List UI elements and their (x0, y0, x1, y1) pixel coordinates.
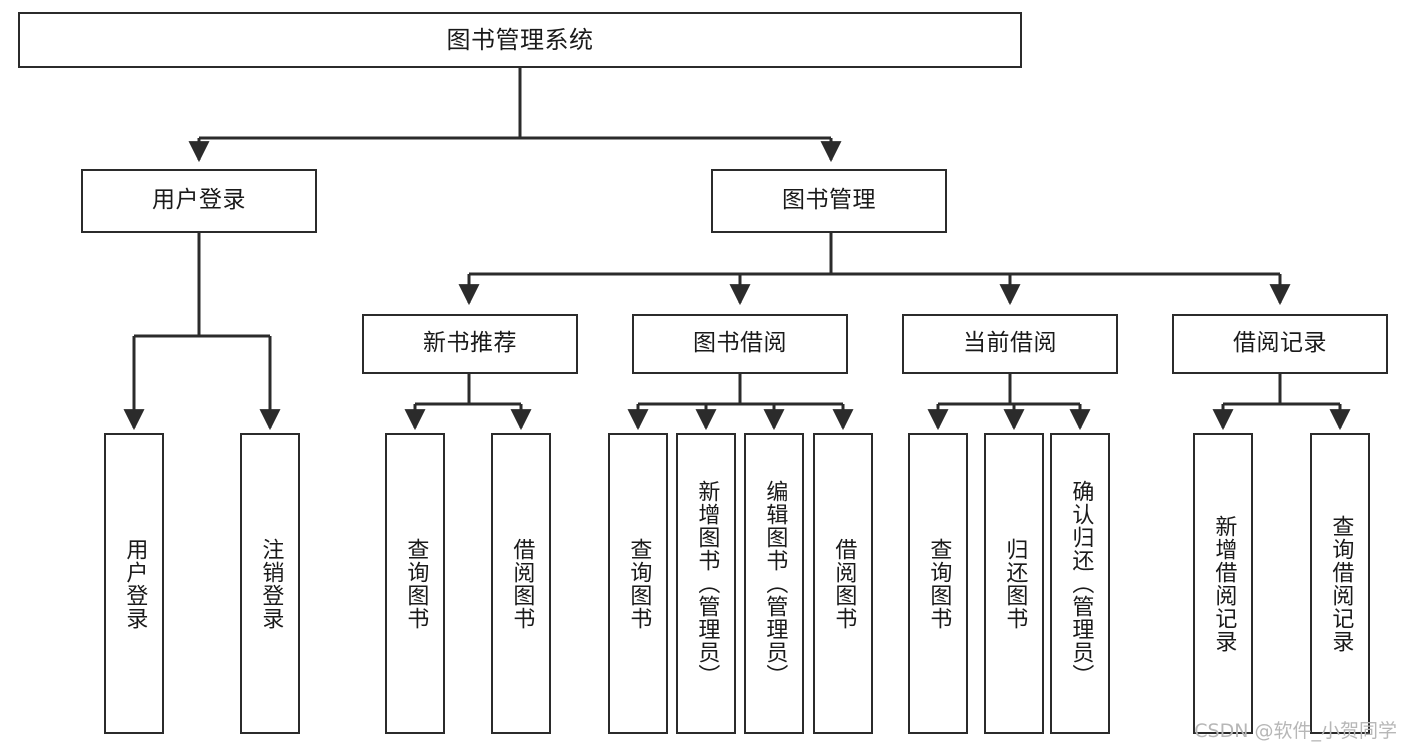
node-root-label: 图书管理系统 (446, 25, 594, 54)
leaf-logout-login[interactable]: 注销登录 (240, 433, 300, 734)
node-book-borrow[interactable]: 图书借阅 (632, 314, 848, 374)
node-user-login-label: 用户登录 (152, 187, 246, 214)
leaf-logout-login-label: 注销登录 (258, 537, 284, 630)
leaf-add-book-label: 新增图书（管理员） (694, 480, 720, 687)
leaf-confirm-return[interactable]: 确认归还（管理员） (1050, 433, 1110, 734)
node-current-borrow-label: 当前借阅 (963, 330, 1057, 357)
leaf-add-book[interactable]: 新增图书（管理员） (676, 433, 736, 734)
node-book-manage-label: 图书管理 (782, 187, 876, 214)
leaf-confirm-return-label: 确认归还（管理员） (1068, 480, 1094, 687)
node-borrow-record[interactable]: 借阅记录 (1172, 314, 1388, 374)
node-root[interactable]: 图书管理系统 (18, 12, 1022, 68)
leaf-borrow-book-2-label: 借阅图书 (831, 537, 857, 630)
leaf-query-record[interactable]: 查询借阅记录 (1310, 433, 1370, 734)
leaf-user-login[interactable]: 用户登录 (104, 433, 164, 734)
leaf-user-login-label: 用户登录 (122, 537, 148, 630)
leaf-query-book-1-label: 查询图书 (403, 537, 429, 630)
leaf-query-record-label: 查询借阅记录 (1328, 514, 1354, 653)
node-book-manage[interactable]: 图书管理 (711, 169, 947, 233)
leaf-query-book-2-label: 查询图书 (626, 537, 652, 630)
leaf-edit-book[interactable]: 编辑图书（管理员） (744, 433, 804, 734)
node-book-borrow-label: 图书借阅 (693, 330, 787, 357)
leaf-edit-book-label: 编辑图书（管理员） (762, 480, 788, 687)
leaf-borrow-book-1-label: 借阅图书 (509, 537, 535, 630)
node-borrow-record-label: 借阅记录 (1233, 330, 1327, 357)
leaf-query-book-2[interactable]: 查询图书 (608, 433, 668, 734)
leaf-borrow-book-1[interactable]: 借阅图书 (491, 433, 551, 734)
leaf-return-book-label: 归还图书 (1002, 537, 1028, 630)
leaf-query-book-1[interactable]: 查询图书 (385, 433, 445, 734)
node-user-login[interactable]: 用户登录 (81, 169, 317, 233)
leaf-query-book-3[interactable]: 查询图书 (908, 433, 968, 734)
node-new-book-recommend-label: 新书推荐 (423, 330, 517, 357)
node-current-borrow[interactable]: 当前借阅 (902, 314, 1118, 374)
leaf-return-book[interactable]: 归还图书 (984, 433, 1044, 734)
watermark: CSDN @软件_小贺同学 (1194, 720, 1397, 742)
node-new-book-recommend[interactable]: 新书推荐 (362, 314, 578, 374)
leaf-add-record-label: 新增借阅记录 (1211, 514, 1237, 653)
leaf-add-record[interactable]: 新增借阅记录 (1193, 433, 1253, 734)
leaf-borrow-book-2[interactable]: 借阅图书 (813, 433, 873, 734)
leaf-query-book-3-label: 查询图书 (926, 537, 952, 630)
